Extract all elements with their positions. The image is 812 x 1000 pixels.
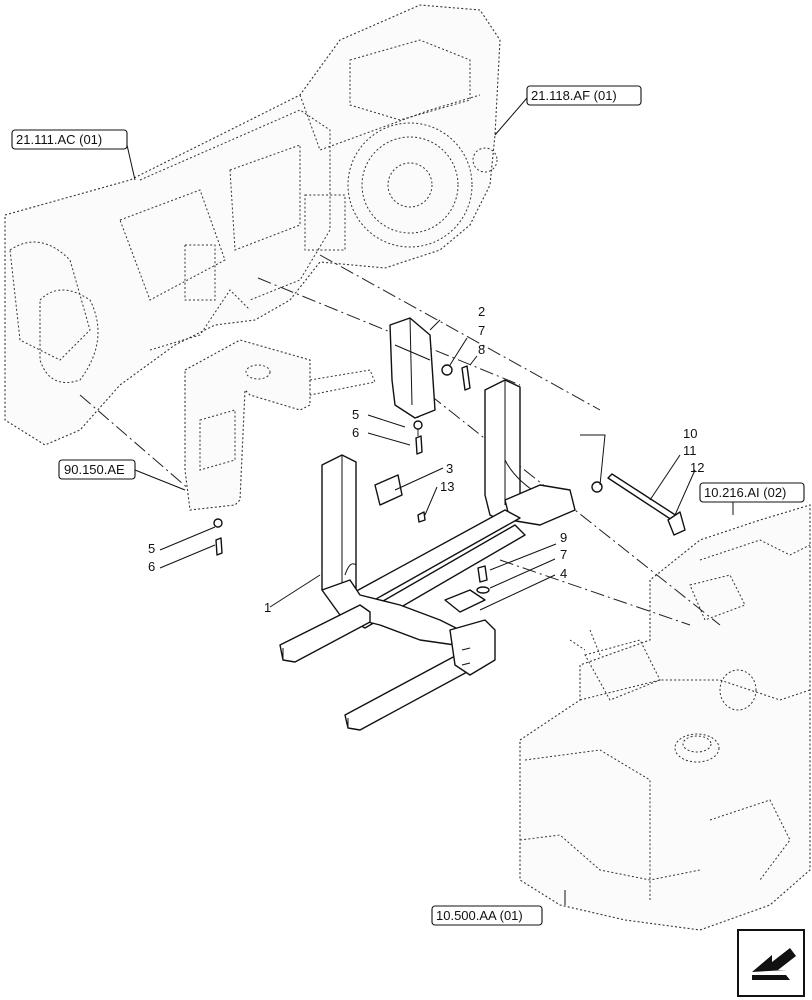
callout-11: 11 [683, 443, 697, 458]
fuel-tank [519, 504, 811, 931]
transmission-housing [4, 4, 501, 446]
ref-label: 90.150.AE [64, 462, 125, 477]
callout-12: 12 [690, 460, 704, 475]
ref-label: 10.216.AI (02) [704, 485, 786, 500]
callout-9: 9 [560, 530, 567, 545]
callout-1: 1 [264, 600, 271, 615]
main-frame-part [213, 317, 686, 731]
callout-5: 5 [352, 407, 359, 422]
ref-box-10-500-aa[interactable]: 10.500.AA (01) [431, 905, 543, 926]
ref-label: 21.118.AF (01) [531, 88, 617, 103]
callout-8: 8 [478, 342, 485, 357]
support-bracket [184, 339, 376, 511]
callout-10: 10 [683, 426, 697, 441]
callout-6: 6 [148, 559, 155, 574]
ref-label: 10.500.AA (01) [436, 908, 523, 923]
callout-4: 4 [560, 566, 567, 581]
callout-2: 2 [478, 304, 485, 319]
ref-label: 21.111.AC (01) [16, 132, 102, 147]
callout-5: 5 [148, 541, 155, 556]
ref-box-90-150-ae[interactable]: 90.150.AE [58, 459, 136, 480]
callout-6: 6 [352, 425, 359, 440]
callout-numbers: 2 7 8 5 6 3 13 1 10 11 12 9 7 4 5 6 [148, 304, 704, 615]
callout-7: 7 [560, 547, 567, 562]
callout-7: 7 [478, 323, 485, 338]
ref-box-21-118-af[interactable]: 21.118.AF (01) [526, 85, 642, 106]
callout-3: 3 [446, 461, 453, 476]
leader-lines [126, 97, 734, 905]
ref-box-10-216-ai[interactable]: 10.216.AI (02) [699, 482, 805, 503]
next-page-arrow-icon[interactable] [737, 929, 805, 997]
callout-13: 13 [440, 479, 454, 494]
reference-labels: 21.111.AC (01) 21.118.AF (01) 90.150.AE … [11, 85, 805, 926]
ref-box-21-111-ac[interactable]: 21.111.AC (01) [11, 129, 128, 150]
